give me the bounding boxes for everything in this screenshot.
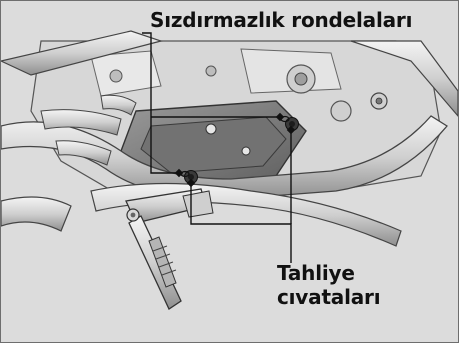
sealing-washers-label: Sızdırmazlık rondelaları bbox=[150, 8, 412, 32]
drain-bolts-label: Tahliye cıvataları bbox=[277, 261, 367, 309]
drain-bolts-label-line1: Tahliye bbox=[277, 261, 367, 285]
side-stand bbox=[126, 189, 213, 309]
drain-bolts-label-line2: cıvataları bbox=[277, 285, 367, 309]
